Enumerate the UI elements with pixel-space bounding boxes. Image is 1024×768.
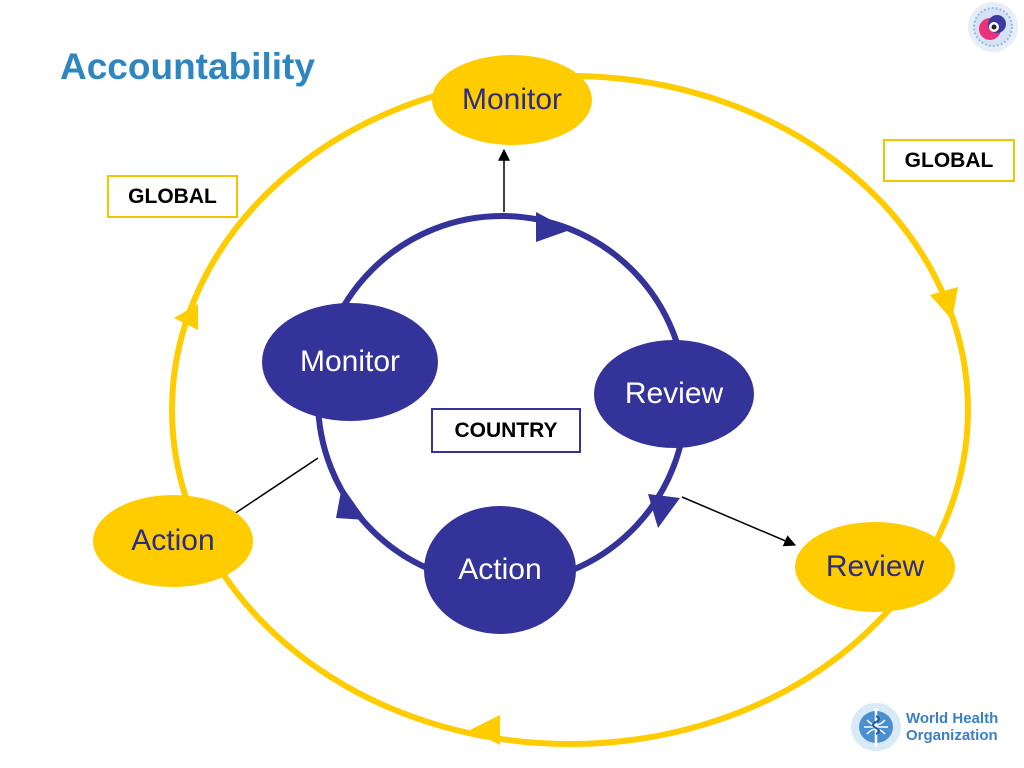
country-action-node: Action: [424, 506, 576, 634]
global-arrowhead-right: [930, 287, 958, 320]
global-review-node: Review: [795, 522, 955, 612]
who-wordmark-line2: Organization: [906, 727, 998, 744]
country-monitor-node: Monitor: [262, 303, 438, 421]
who-emblem-icon: [851, 703, 901, 751]
global-label-right-text: GLOBAL: [904, 148, 994, 172]
global-action-node: Action: [93, 495, 253, 587]
country-arrowhead-right: [648, 494, 680, 528]
global-label-left-text: GLOBAL: [128, 184, 217, 208]
global-review-label: Review: [825, 550, 925, 583]
page-title: Accountability: [60, 46, 315, 87]
country-review-node: Review: [594, 340, 754, 448]
country-arrowhead-left: [336, 486, 366, 520]
global-monitor-label: Monitor: [461, 83, 563, 116]
connector-arrow-review: [681, 496, 797, 547]
country-action-label: Action: [458, 553, 542, 586]
connector-arrow-action: [221, 457, 319, 523]
who-logo: World Health Organization: [850, 702, 998, 752]
global-label-left: GLOBAL: [107, 175, 238, 218]
country-label: COUNTRY: [431, 408, 581, 453]
country-arrowhead-top: [536, 212, 570, 242]
country-review-label: Review: [624, 377, 724, 410]
global-arrowhead-left: [174, 304, 198, 330]
who-wordmark: World Health Organization: [906, 710, 998, 744]
global-arrowhead-bottom: [470, 715, 500, 745]
global-monitor-node: Monitor: [432, 55, 592, 145]
partnership-emblem-icon: [968, 2, 1018, 52]
country-label-text: COUNTRY: [454, 418, 558, 442]
global-label-right: GLOBAL: [883, 139, 1015, 182]
global-action-label: Action: [131, 524, 215, 557]
country-monitor-label: Monitor: [299, 345, 401, 378]
who-wordmark-line1: World Health: [906, 710, 999, 727]
